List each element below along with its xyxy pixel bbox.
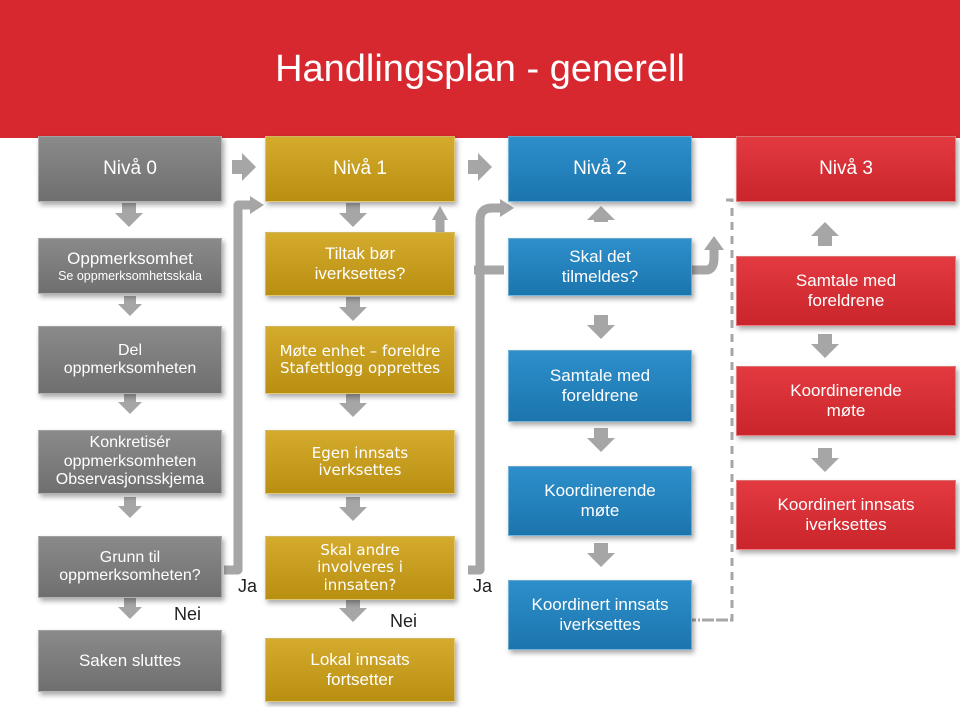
- box-line: Egen innsats: [311, 443, 409, 462]
- header-level-0: Nivå 0: [38, 136, 222, 202]
- down-arrow-icon: [811, 448, 839, 472]
- box-line: møte: [826, 401, 866, 420]
- box-koordinerende-mote-n2: Koordinerende møte: [508, 466, 692, 536]
- box-line: foreldrene: [807, 291, 885, 310]
- box-line: Koordinerende: [790, 381, 902, 401]
- down-arrow-icon: [339, 297, 367, 321]
- box-line: Stafettlogg opprettes: [279, 359, 441, 377]
- header-level-1: Nivå 1: [265, 136, 455, 202]
- box-line: tilmeldes?: [561, 267, 639, 286]
- box-line: oppmerksomheten: [63, 360, 197, 377]
- right-arrow-icon: [468, 153, 492, 181]
- label-nei-1: Nei: [174, 604, 202, 624]
- page-title: Handlingsplan - generell: [275, 47, 685, 90]
- down-arrow-icon: [339, 393, 367, 417]
- box-line: Koordinerende: [544, 481, 656, 501]
- box-line: iverksettes: [805, 515, 887, 534]
- box-line: Koordinert innsats: [531, 595, 669, 615]
- down-arrow-icon: [118, 393, 142, 414]
- box-koordinerende-mote-n3: Koordinerende møte: [736, 366, 956, 436]
- down-arrow-icon: [118, 598, 142, 619]
- box-line: Samtale med: [795, 271, 897, 291]
- box-skal-det-tilmeldes: Skal det tilmeldes?: [508, 238, 692, 296]
- box-grunn-til-oppmerksomheten: Grunn til oppmerksomheten?: [38, 536, 222, 598]
- right-arrow-icon: [232, 153, 256, 181]
- box-line: Del: [117, 341, 142, 359]
- box-line: Samtale med: [549, 366, 651, 386]
- box-subtitle: Se oppmerksomhetsskala: [58, 268, 202, 283]
- box-line: Grunn til: [99, 548, 161, 566]
- box-line: Lokal innsats: [310, 650, 410, 670]
- down-arrow-icon: [811, 334, 839, 358]
- up-arrow-icon: [587, 206, 615, 222]
- box-line: Saken sluttes: [78, 651, 182, 671]
- box-line: innsaten?: [323, 575, 397, 594]
- down-arrow-icon: [339, 203, 367, 227]
- box-skal-andre-involveres: Skal andre involveres i innsaten?: [265, 536, 455, 600]
- down-arrow-icon: [587, 315, 615, 339]
- box-line: Møte enhet – foreldre: [279, 341, 441, 360]
- box-line: oppmerksomheten: [63, 452, 197, 470]
- label-ja-1: Ja: [238, 576, 258, 596]
- box-koordinert-innsats-n3: Koordinert innsats iverksettes: [736, 480, 956, 550]
- box-line: involveres i: [317, 558, 403, 577]
- header-level-2: Nivå 2: [508, 136, 692, 202]
- box-line: iverksettes: [559, 615, 641, 634]
- box-line: oppmerksomheten?: [59, 567, 201, 584]
- box-lokal-innsats-fortsetter: Lokal innsats fortsetter: [265, 638, 455, 702]
- box-title: Oppmerksomhet: [67, 249, 193, 269]
- down-arrow-icon: [339, 497, 367, 521]
- down-arrow-icon: [115, 203, 143, 227]
- box-line: foreldrene: [561, 386, 639, 405]
- box-line: iverksettes: [318, 461, 402, 479]
- box-line: iverksettes?: [314, 264, 406, 283]
- down-arrow-icon: [339, 598, 367, 622]
- label-nei-2: Nei: [390, 611, 418, 631]
- down-arrow-icon: [118, 296, 142, 316]
- box-oppmerksomhet: Oppmerksomhet Se oppmerksomhetsskala: [38, 238, 222, 294]
- box-tiltak-bor-iverksettes: Tiltak bør iverksettes?: [265, 232, 455, 296]
- down-arrow-icon: [118, 497, 142, 518]
- title-banner: [0, 0, 960, 138]
- box-line: Koordinert innsats: [777, 495, 915, 515]
- box-del-oppmerksomheten: Del oppmerksomheten: [38, 326, 222, 394]
- box-koordinert-innsats-n2: Koordinert innsats iverksettes: [508, 580, 692, 650]
- box-line: Tiltak bør: [324, 244, 396, 264]
- box-line: Observasjonsskjema: [55, 471, 205, 489]
- label-ja-2: Ja: [473, 576, 493, 596]
- down-arrow-icon: [587, 428, 615, 452]
- up-arrow-icon: [811, 222, 839, 246]
- box-line: Konkretisér: [89, 434, 171, 452]
- box-line: møte: [580, 501, 620, 520]
- header-level-3: Nivå 3: [736, 136, 956, 202]
- box-samtale-med-foreldrene-n3: Samtale med foreldrene: [736, 256, 956, 326]
- down-arrow-icon: [587, 543, 615, 567]
- box-samtale-med-foreldrene-n2: Samtale med foreldrene: [508, 350, 692, 422]
- box-egen-innsats: Egen innsats iverksettes: [265, 430, 455, 494]
- box-line: fortsetter: [326, 670, 394, 689]
- box-saken-sluttes: Saken sluttes: [38, 630, 222, 692]
- box-mote-enhet-foreldre: Møte enhet – foreldre Stafettlogg oppret…: [265, 326, 455, 394]
- box-konkretiser: Konkretisér oppmerksomheten Observasjons…: [38, 430, 222, 494]
- box-line: Skal det: [569, 247, 631, 267]
- box-line: Skal andre: [320, 541, 400, 560]
